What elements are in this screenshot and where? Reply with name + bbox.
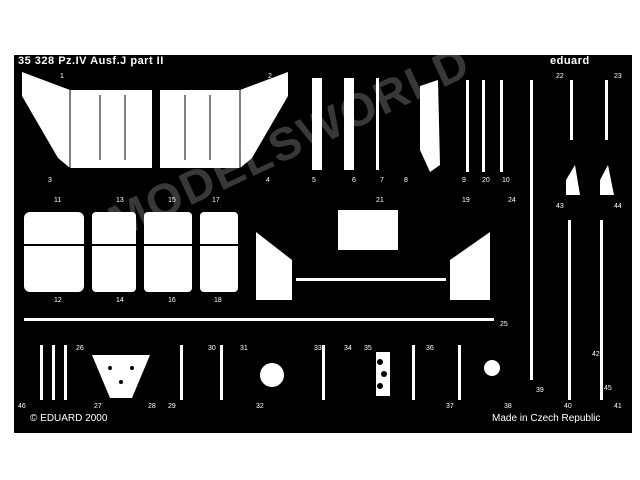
- part-number: 30: [208, 345, 216, 352]
- flap-19a: [256, 232, 292, 300]
- part-number: 22: [556, 73, 564, 80]
- part-number: 33: [314, 345, 322, 352]
- side-panel-right: [160, 72, 288, 168]
- part-number: 19: [462, 197, 470, 204]
- part-number: 25: [500, 321, 508, 328]
- part-number: 36: [426, 345, 434, 352]
- rod-46b: [52, 345, 55, 400]
- rod-46c: [64, 345, 67, 400]
- strip-20: [482, 80, 485, 172]
- bracket-8: [420, 80, 440, 172]
- part-number: 44: [614, 203, 622, 210]
- box-21: [338, 210, 398, 250]
- part-number: 37: [446, 403, 454, 410]
- brand-corner: eduard: [550, 55, 590, 67]
- part-number: 10: [502, 177, 510, 184]
- part-number: 12: [54, 297, 62, 304]
- sheet-part: part II: [130, 55, 164, 67]
- part-number: 45: [604, 385, 612, 392]
- rod-42: [600, 220, 603, 400]
- part-number: 21: [376, 197, 384, 204]
- strip-5: [312, 78, 322, 170]
- strip-9: [466, 80, 469, 172]
- part-number: 1: [60, 73, 64, 80]
- part-number: 7: [380, 177, 384, 184]
- rod-30: [220, 345, 223, 400]
- plate-27: [92, 355, 150, 398]
- part-number: 6: [352, 177, 356, 184]
- part-number: 20: [482, 177, 490, 184]
- rail-25: [24, 318, 494, 321]
- part-number: 27: [94, 403, 102, 410]
- rod-36: [412, 345, 415, 400]
- sheet-title: Pz.IV Ausf.J: [58, 55, 127, 67]
- sheet-code: 35 328: [18, 55, 55, 67]
- part-number: 38: [504, 403, 512, 410]
- rod-23: [605, 80, 608, 140]
- part-number: 29: [168, 403, 176, 410]
- tip-43: [566, 165, 580, 195]
- panel-13: [92, 212, 136, 292]
- bar-19: [296, 278, 446, 281]
- strip-10: [500, 80, 503, 172]
- part-number: 39: [536, 387, 544, 394]
- part-number: 24: [508, 197, 516, 204]
- part-number: 4: [266, 177, 270, 184]
- part-number: 28: [148, 403, 156, 410]
- part-number: 34: [344, 345, 352, 352]
- strip-7: [376, 78, 379, 170]
- panel-11: [24, 212, 84, 292]
- panel-16: [144, 212, 192, 292]
- rod-22: [570, 80, 573, 140]
- side-panel-left: [22, 72, 152, 168]
- part-number: 41: [614, 403, 622, 410]
- part-number: 31: [240, 345, 248, 352]
- part-number: 17: [212, 197, 220, 204]
- part-number: 11: [54, 197, 61, 204]
- origin-note: Made in Czech Republic: [492, 413, 601, 424]
- part-number: 26: [76, 345, 84, 352]
- rod-29: [180, 345, 183, 400]
- part-number: 32: [256, 403, 264, 410]
- rod-46a: [40, 345, 43, 400]
- panel-17: [200, 212, 238, 292]
- part-number: 9: [462, 177, 466, 184]
- tip-44: [600, 165, 614, 195]
- copyright-note: © EDUARD 2000: [30, 413, 108, 424]
- rod-37: [458, 345, 461, 400]
- strip-6: [344, 78, 354, 170]
- long-rod-39: [530, 80, 533, 380]
- disc-32: [260, 363, 284, 387]
- part-number: 14: [116, 297, 124, 304]
- flap-19b: [450, 232, 490, 300]
- part-number: 13: [116, 197, 124, 204]
- part-number: 43: [556, 203, 564, 210]
- rod-33: [322, 345, 325, 400]
- part-number: 46: [18, 403, 26, 410]
- part-number: 3: [48, 177, 52, 184]
- part-number: 23: [614, 73, 622, 80]
- part-number: 35: [364, 345, 372, 352]
- cap-38: [484, 360, 500, 376]
- sheet-header: 35 328 Pz.IV Ausf.J part II: [18, 55, 164, 67]
- part-number: 8: [404, 177, 408, 184]
- part-number: 40: [564, 403, 572, 410]
- part-number: 2: [268, 73, 272, 80]
- rod-40: [568, 220, 571, 400]
- part-number: 16: [168, 297, 176, 304]
- part-number: 18: [214, 297, 222, 304]
- part-group-row1: [22, 72, 288, 168]
- part-number: 5: [312, 177, 316, 184]
- part-number: 42: [592, 351, 600, 358]
- part-number: 15: [168, 197, 176, 204]
